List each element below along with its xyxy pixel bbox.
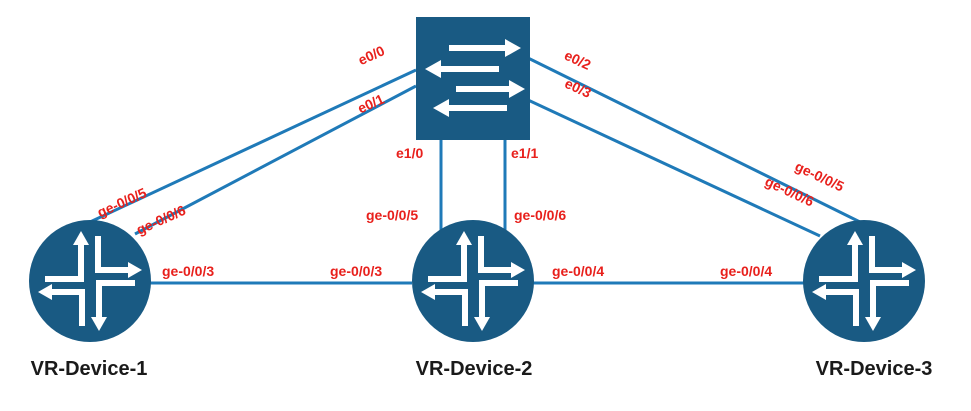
port-label-e0-2: e0/2 <box>562 47 594 73</box>
port-label-e0-1: e0/1 <box>355 91 387 117</box>
port-label-e1-0: e1/0 <box>396 145 423 161</box>
router-icon <box>412 220 534 342</box>
router-vr-device-2 <box>412 220 534 342</box>
links <box>89 56 861 285</box>
device-name-2: VR-Device-2 <box>416 358 533 380</box>
switch-icon <box>416 17 530 140</box>
device-name-1: VR-Device-1 <box>31 358 148 380</box>
port-label-d2-ge-0-0-4: ge-0/0/4 <box>552 263 604 279</box>
port-label-d2-ge-0-0-5: ge-0/0/5 <box>366 207 418 223</box>
port-label-e0-0: e0/0 <box>356 42 388 68</box>
link-switch-e0-0-to-device1 <box>89 68 417 224</box>
router-vr-device-1 <box>29 220 151 342</box>
link-switch-e0-1-to-device1 <box>134 84 417 236</box>
switch <box>416 17 530 140</box>
port-label-d1-ge-0-0-5: ge-0/0/5 <box>95 184 149 220</box>
port-label-d2-ge-0-0-6: ge-0/0/6 <box>514 207 566 223</box>
router-icon <box>29 220 151 342</box>
port-label-e0-3: e0/3 <box>562 75 594 101</box>
router-vr-device-3 <box>803 220 925 342</box>
port-label-d1-ge-0-0-3: ge-0/0/3 <box>162 263 214 279</box>
link-switch-e0-3-to-device3 <box>527 98 821 238</box>
port-label-e1-1: e1/1 <box>511 145 538 161</box>
device-name-3: VR-Device-3 <box>816 358 933 380</box>
switch-arrows <box>425 39 525 117</box>
port-label-d1-ge-0-0-6: ge-0/0/6 <box>134 202 188 238</box>
router-icon <box>803 220 925 342</box>
link-switch-e0-2-to-device3 <box>527 56 861 224</box>
port-label-d3-ge-0-0-4: ge-0/0/4 <box>720 263 772 279</box>
port-label-d2-ge-0-0-3: ge-0/0/3 <box>330 263 382 279</box>
